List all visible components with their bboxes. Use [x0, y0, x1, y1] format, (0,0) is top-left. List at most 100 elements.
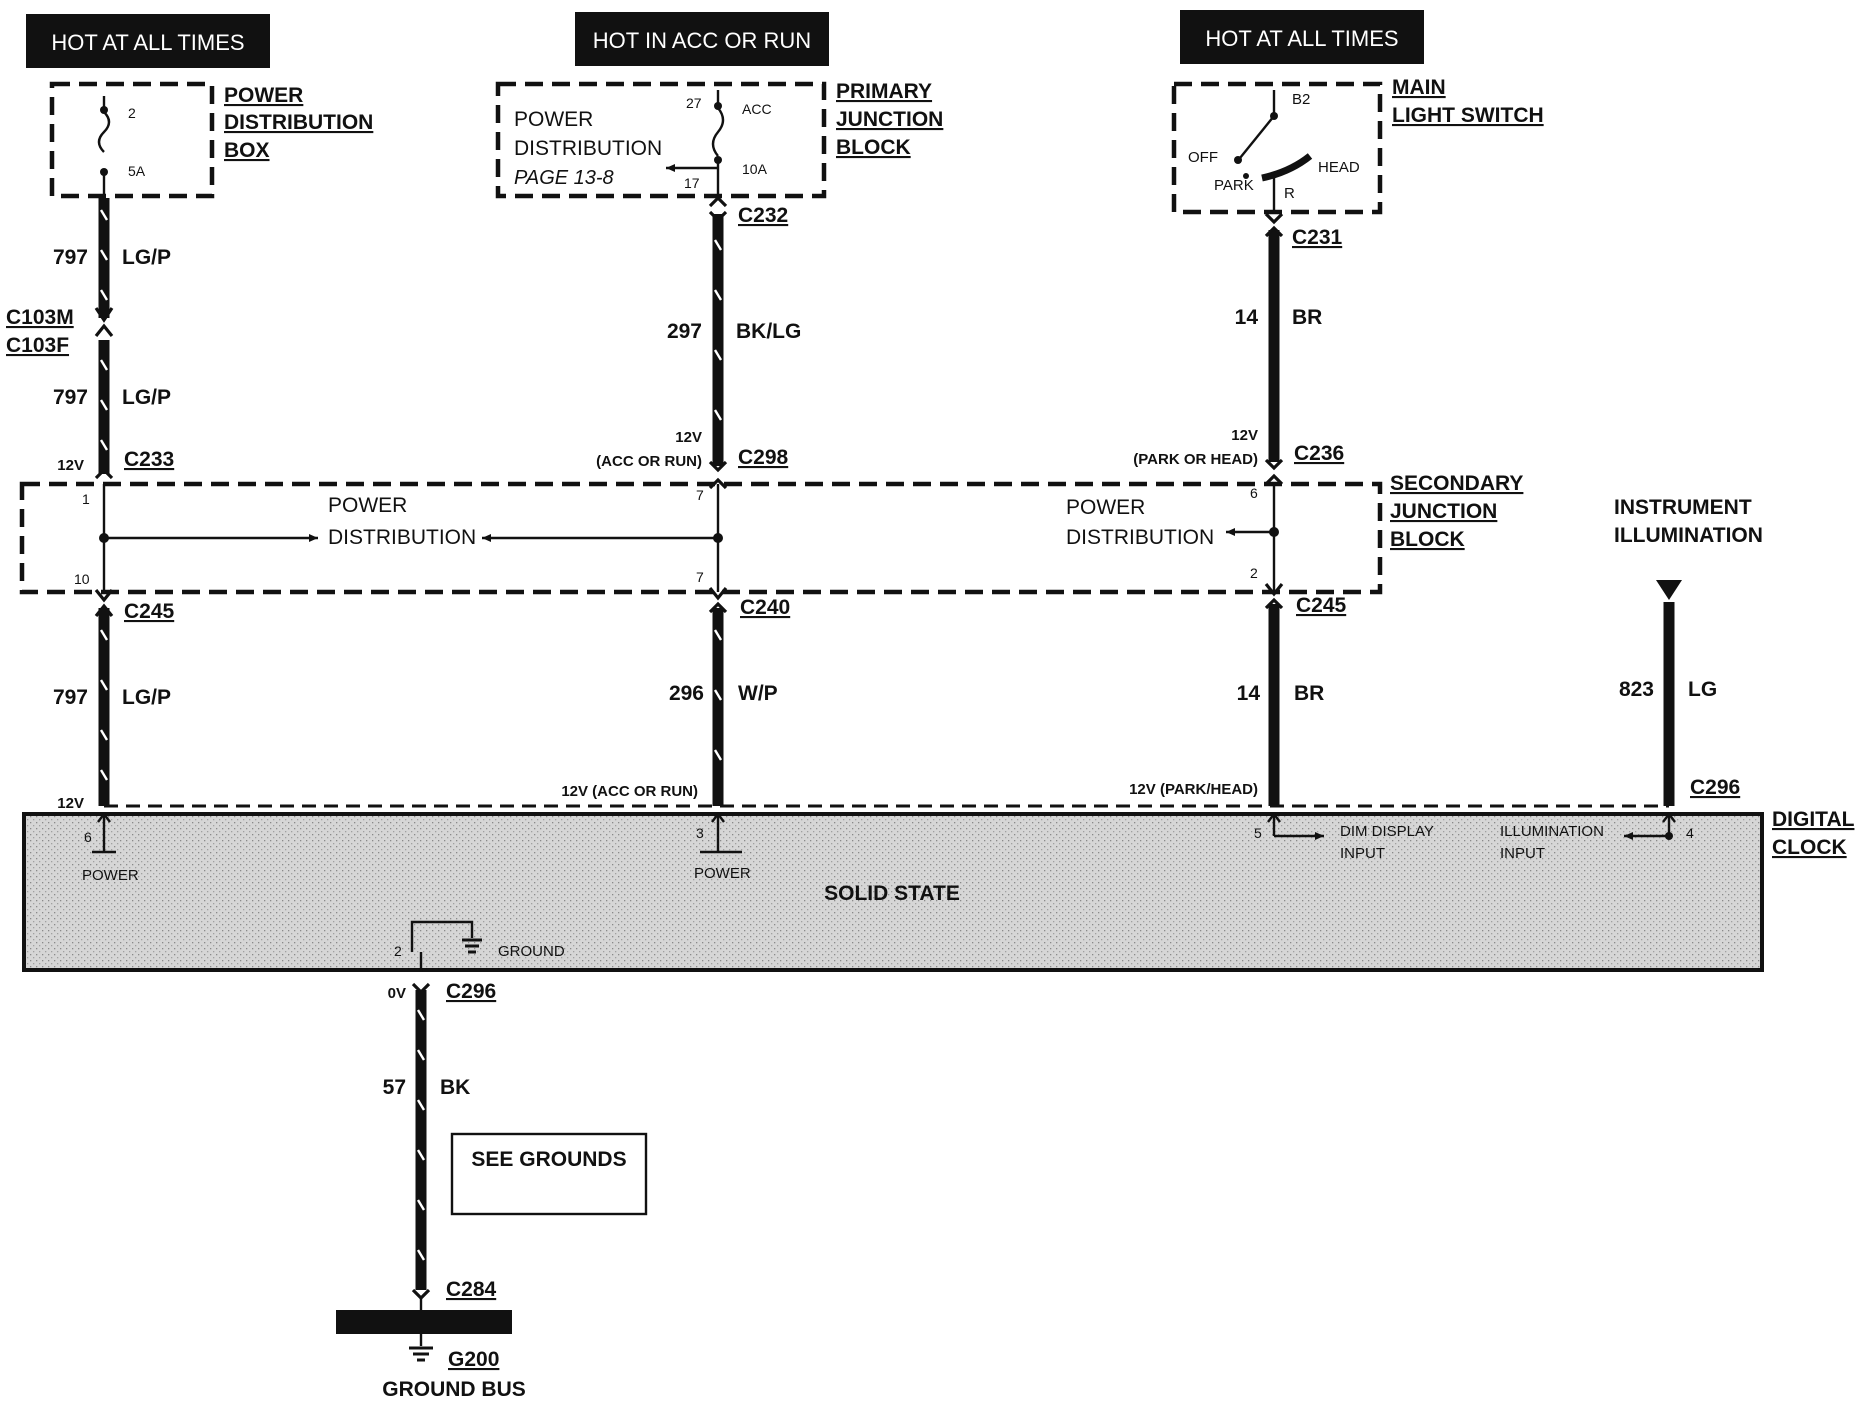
voltage-labels: 12V 12V (ACC OR RUN) 12V (PARK OR HEAD) …: [57, 427, 1258, 1002]
secondary-junction-block: POWER DISTRIBUTION POWER DISTRIBUTION 1 …: [19, 472, 1523, 595]
svg-text:BLOCK: BLOCK: [1390, 528, 1465, 551]
svg-text:LG/P: LG/P: [122, 246, 171, 269]
instrument-illumination: INSTRUMENT ILLUMINATION: [1614, 496, 1763, 600]
ground-icon: [409, 1346, 433, 1362]
svg-text:2: 2: [1250, 565, 1258, 581]
svg-text:POWER: POWER: [328, 494, 407, 517]
svg-text:12V: 12V: [57, 795, 84, 812]
svg-text:6: 6: [1250, 485, 1258, 501]
svg-text:GROUND: GROUND: [498, 943, 565, 960]
svg-text:DISTRIBUTION: DISTRIBUTION: [1066, 526, 1214, 549]
svg-text:(PARK OR HEAD): (PARK OR HEAD): [1133, 451, 1258, 468]
svg-text:G200: G200: [448, 1348, 499, 1371]
svg-text:DISTRIBUTION: DISTRIBUTION: [224, 111, 373, 134]
svg-text:ILLUMINATION: ILLUMINATION: [1614, 524, 1763, 547]
svg-text:12V (ACC OR RUN): 12V (ACC OR RUN): [561, 783, 698, 800]
svg-text:12V: 12V: [675, 429, 702, 446]
svg-text:10A: 10A: [742, 161, 768, 177]
connector-symbols: [94, 195, 1284, 1301]
connector-label: C231: [1292, 226, 1343, 249]
svg-text:LG: LG: [1688, 678, 1717, 701]
svg-text:INPUT: INPUT: [1500, 845, 1545, 862]
svg-text:12V (PARK/HEAD): 12V (PARK/HEAD): [1129, 781, 1258, 798]
svg-text:PARK: PARK: [1214, 177, 1254, 194]
svg-text:JUNCTION: JUNCTION: [836, 108, 943, 131]
connector-label: C284: [446, 1278, 497, 1301]
connector-label: C296: [1690, 776, 1740, 799]
ground-bus: G200 GROUND BUS: [336, 1298, 526, 1401]
power-label-middle: HOT IN ACC OR RUN: [575, 12, 829, 66]
svg-text:POWER: POWER: [514, 108, 593, 131]
svg-text:4: 4: [1686, 825, 1694, 841]
svg-text:DISTRIBUTION: DISTRIBUTION: [514, 137, 662, 160]
svg-text:HEAD: HEAD: [1318, 159, 1360, 176]
svg-text:12V: 12V: [1231, 427, 1258, 444]
svg-text:SEE GROUNDS: SEE GROUNDS: [471, 1148, 626, 1171]
connector-label: C103F: [6, 334, 69, 357]
svg-text:INSTRUMENT: INSTRUMENT: [1614, 496, 1752, 519]
connector-labels: C103M C103F C232 C231 C233 C298 C236 C24…: [6, 204, 1740, 1301]
svg-text:797: 797: [53, 386, 88, 409]
svg-text:7: 7: [696, 487, 704, 503]
svg-text:HOT IN ACC OR RUN: HOT IN ACC OR RUN: [593, 28, 811, 53]
svg-text:CLOCK: CLOCK: [1772, 836, 1847, 859]
svg-text:POWER: POWER: [224, 84, 303, 107]
main-light-switch: B2 OFF PARK HEAD R MAIN LIGHT SWITCH: [1171, 76, 1544, 215]
svg-text:14: 14: [1237, 682, 1261, 705]
svg-text:10: 10: [74, 571, 90, 587]
svg-text:JUNCTION: JUNCTION: [1390, 500, 1497, 523]
svg-text:PRIMARY: PRIMARY: [836, 80, 932, 103]
svg-text:5: 5: [1254, 825, 1262, 841]
switch-blade-icon: [1239, 115, 1275, 159]
svg-text:POWER: POWER: [1066, 496, 1145, 519]
svg-text:W/P: W/P: [738, 682, 778, 705]
svg-text:DIGITAL: DIGITAL: [1772, 808, 1855, 831]
svg-text:BLOCK: BLOCK: [836, 136, 911, 159]
svg-text:POWER: POWER: [82, 867, 139, 884]
svg-text:BK: BK: [440, 1076, 470, 1099]
svg-text:BOX: BOX: [224, 139, 270, 162]
svg-text:27: 27: [686, 95, 702, 111]
svg-text:SECONDARY: SECONDARY: [1390, 472, 1523, 495]
connector-label: C240: [740, 596, 790, 619]
svg-text:2: 2: [128, 105, 136, 121]
svg-text:LIGHT SWITCH: LIGHT SWITCH: [1392, 104, 1544, 127]
ground-icon: [462, 938, 482, 954]
svg-text:1: 1: [82, 491, 90, 507]
svg-text:GROUND BUS: GROUND BUS: [382, 1378, 526, 1401]
source-arrow-icon: [1656, 580, 1682, 600]
svg-text:DIM DISPLAY: DIM DISPLAY: [1340, 823, 1434, 840]
svg-text:6: 6: [84, 829, 92, 845]
svg-text:3: 3: [696, 825, 704, 841]
svg-text:7: 7: [696, 569, 704, 585]
svg-text:SOLID STATE: SOLID STATE: [824, 882, 960, 905]
connector-label: C245: [1296, 594, 1347, 617]
svg-text:B2: B2: [1292, 91, 1310, 108]
power-distribution-box: 2 5A POWER DISTRIBUTION BOX: [49, 81, 373, 199]
connector-label: C245: [124, 600, 175, 623]
svg-text:12V: 12V: [57, 457, 84, 474]
svg-text:0V: 0V: [388, 985, 406, 1002]
svg-text:PAGE 13-8: PAGE 13-8: [514, 167, 614, 189]
svg-text:HOT AT ALL TIMES: HOT AT ALL TIMES: [51, 30, 244, 55]
fuse-icon: [711, 107, 725, 157]
svg-text:R: R: [1284, 185, 1295, 202]
power-label-left: HOT AT ALL TIMES: [26, 14, 270, 68]
fuse-terminal-bottom: [100, 168, 108, 176]
svg-text:797: 797: [53, 246, 88, 269]
svg-text:ILLUMINATION: ILLUMINATION: [1500, 823, 1604, 840]
digital-clock: 6 POWER 3 POWER 5 DIM DISPLAY INPUT ILLU…: [22, 808, 1855, 972]
circuit-labels: 797 LG/P 797 LG/P 297 BK/LG 14 BR 797 LG…: [53, 246, 1717, 1099]
connector-label: C296: [446, 980, 496, 1003]
svg-text:(ACC OR RUN): (ACC OR RUN): [596, 453, 702, 470]
connector-label: C103M: [6, 306, 74, 329]
svg-text:BK/LG: BK/LG: [736, 320, 801, 343]
svg-text:LG/P: LG/P: [122, 386, 171, 409]
svg-text:DISTRIBUTION: DISTRIBUTION: [328, 526, 476, 549]
svg-text:14: 14: [1235, 306, 1259, 329]
svg-text:823: 823: [1619, 678, 1654, 701]
svg-text:296: 296: [669, 682, 704, 705]
svg-text:INPUT: INPUT: [1340, 845, 1385, 862]
svg-text:2: 2: [394, 943, 402, 959]
